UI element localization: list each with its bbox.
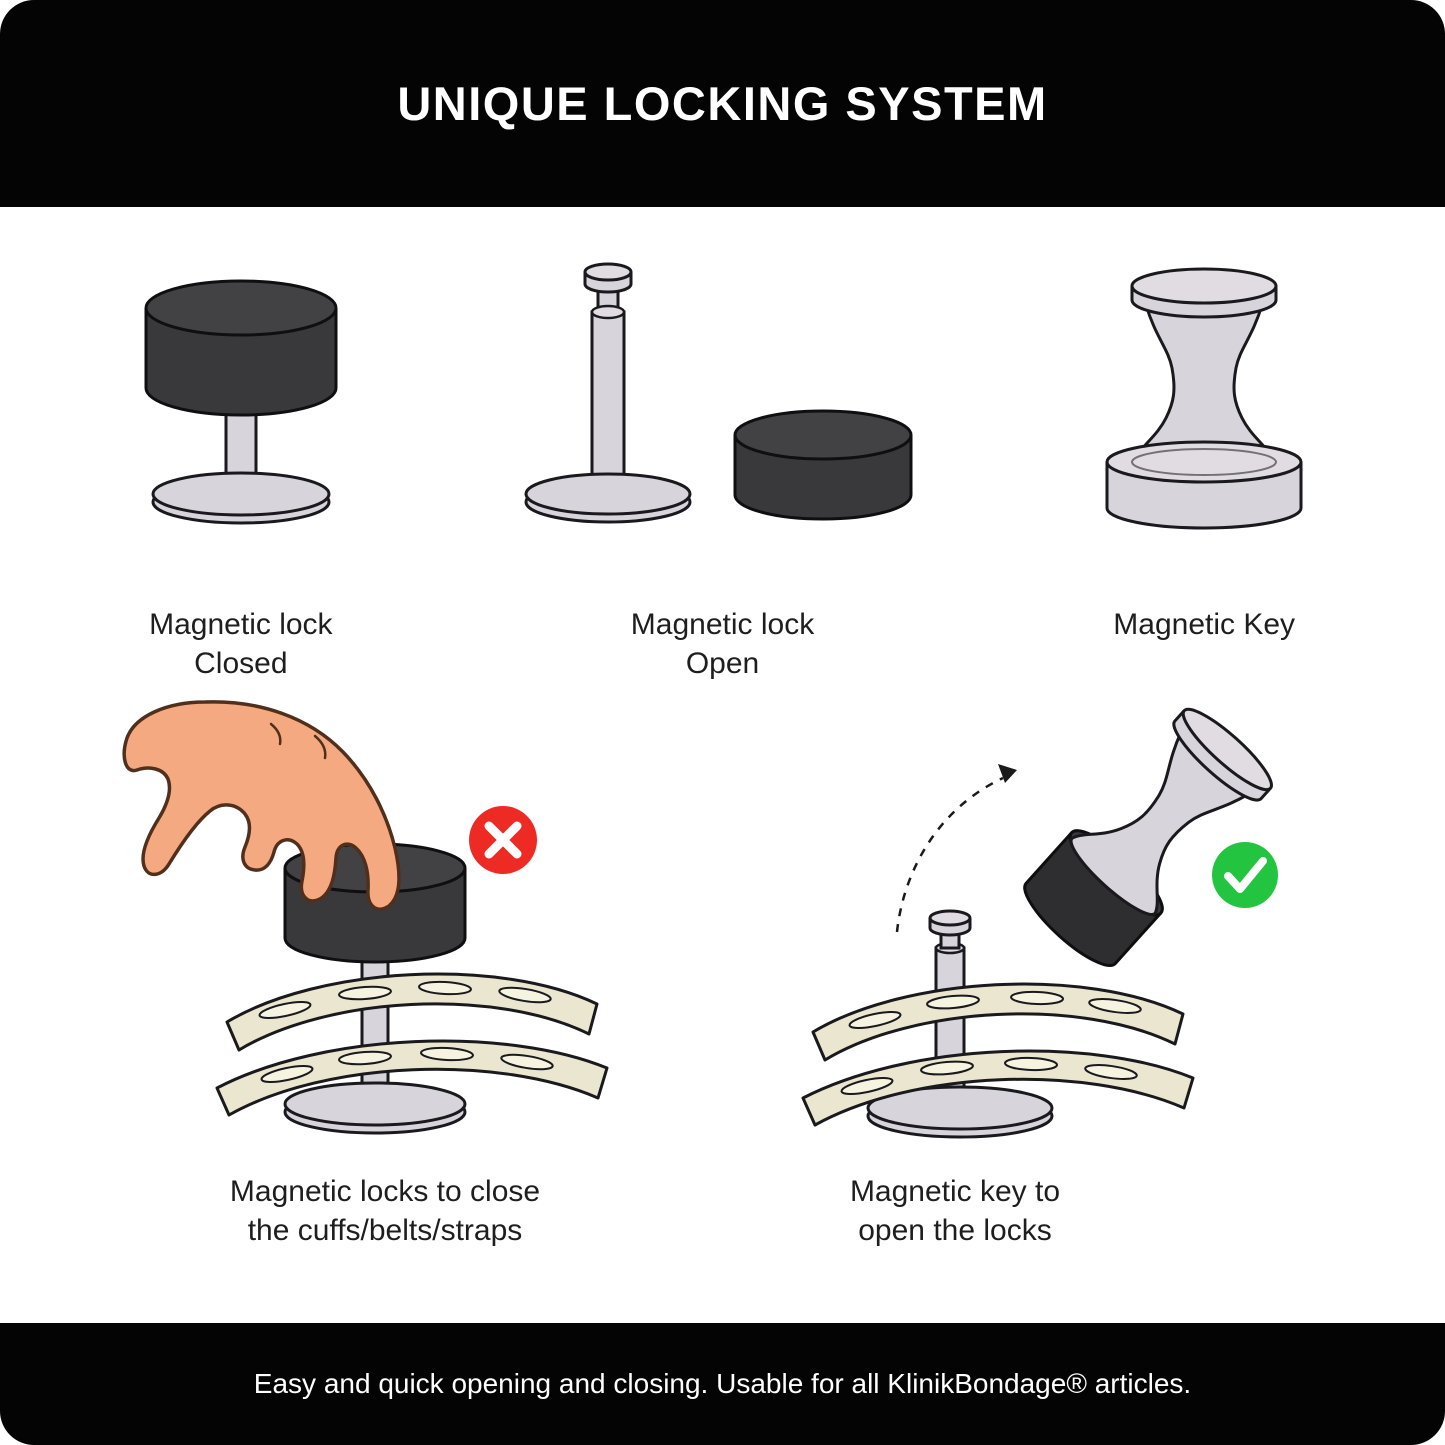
magnetic-key-illustration <box>1105 267 1303 530</box>
caption-line: Magnetic locks to close <box>229 1175 541 1208</box>
check-mark-icon <box>1212 842 1278 908</box>
figures-row-bottom: Magnetic locks to close the cuffs/belts/… <box>0 680 1445 1250</box>
caption-open-locks: Magnetic key to open the locks <box>850 1172 1060 1250</box>
lock-cap-dark-detached <box>733 409 912 521</box>
close-lock-illustration <box>122 700 609 1135</box>
caption-close-locks: Magnetic locks to close the cuffs/belts/… <box>230 1172 540 1250</box>
caption-line: Magnetic lock <box>630 608 815 641</box>
strap-lower <box>801 1049 1195 1127</box>
figure-lock-closed: Magnetic lock Closed <box>0 250 482 683</box>
caption-magnetic-key: Magnetic Key <box>1113 605 1295 644</box>
caption-line: open the locks <box>858 1214 1052 1247</box>
strap-upper <box>811 982 1185 1062</box>
caption-lock-closed: Magnetic lock Closed <box>149 605 332 683</box>
x-mark-icon <box>469 806 537 874</box>
magnetic-key-tilted <box>1023 707 1273 967</box>
figure-close-by-hand: Magnetic locks to close the cuffs/belts/… <box>45 680 725 1250</box>
strap-upper <box>225 972 599 1052</box>
figure-lock-open: Magnetic lock Open <box>482 250 964 683</box>
caption-lock-open: Magnetic lock Open <box>631 605 814 683</box>
lock-pin <box>928 909 972 950</box>
figure-magnetic-key: Magnetic Key <box>963 250 1445 683</box>
lock-base <box>866 1085 1054 1139</box>
key-top-flange <box>1130 267 1278 319</box>
lock-base <box>151 471 331 525</box>
lock-pin <box>583 262 632 312</box>
magnetic-lock-closed-illustration <box>144 279 338 525</box>
caption-line: Magnetic key to <box>849 1175 1061 1208</box>
figure-open-by-key: Magnetic key to open the locks <box>725 680 1405 1250</box>
caption-line: the cuffs/belts/straps <box>247 1214 523 1247</box>
strap-lower <box>215 1039 609 1117</box>
page-title: UNIQUE LOCKING SYSTEM <box>397 77 1048 130</box>
key-neck <box>1134 303 1275 462</box>
hand-icon <box>122 700 401 911</box>
lock-base <box>283 1081 467 1135</box>
dashed-curved-arrow-icon <box>895 764 1017 933</box>
header-band: UNIQUE LOCKING SYSTEM <box>0 0 1445 207</box>
caption-line: Open <box>685 647 760 680</box>
lock-base <box>524 472 691 524</box>
open-lock-illustration <box>801 707 1278 1139</box>
footer-band: Easy and quick opening and closing. Usab… <box>0 1323 1445 1445</box>
lock-post <box>590 304 625 479</box>
caption-line: Magnetic lock <box>149 608 333 641</box>
caption-line: Closed <box>194 647 288 680</box>
key-base-cylinder <box>1105 440 1303 530</box>
footer-text: Easy and quick opening and closing. Usab… <box>253 1368 1192 1399</box>
magnetic-lock-open-illustration <box>524 262 912 524</box>
figures-row-top: Magnetic lock Closed <box>0 250 1445 683</box>
lock-cap-dark <box>144 279 338 417</box>
caption-line: Magnetic Key <box>1113 608 1296 641</box>
